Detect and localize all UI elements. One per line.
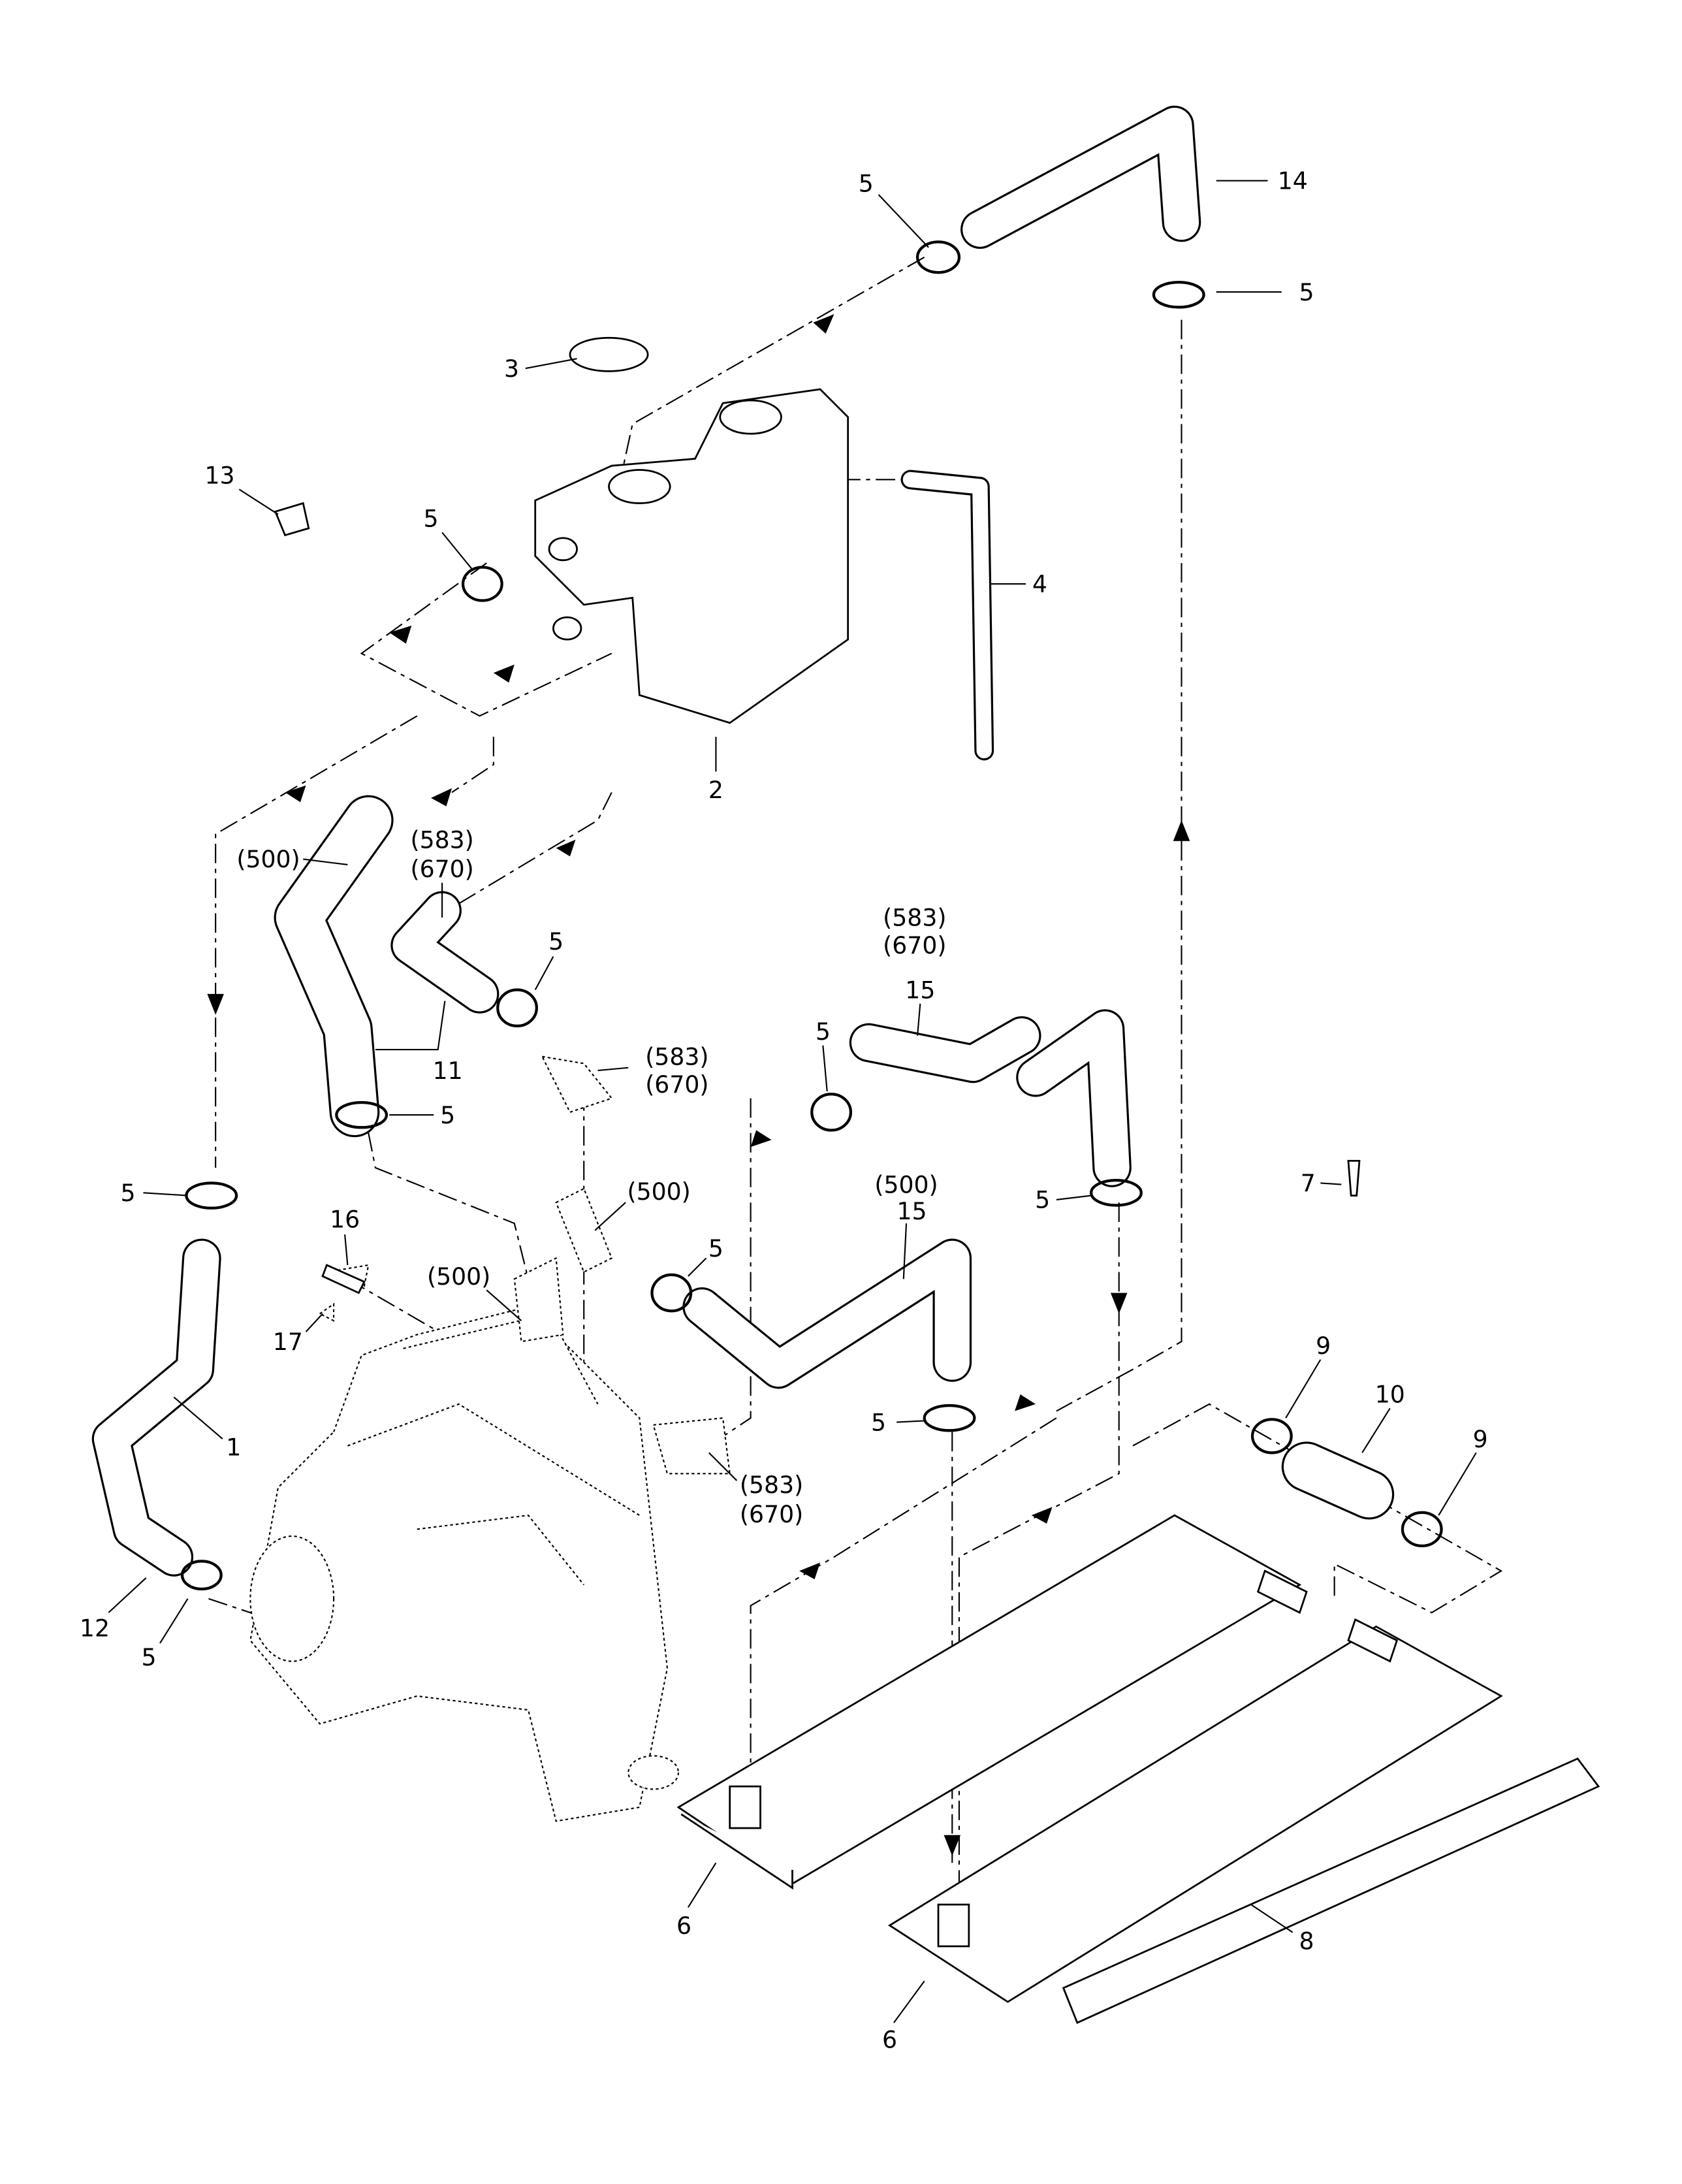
callout-2: 2 <box>708 776 723 804</box>
hoses <box>91 105 1395 1577</box>
callout-5: 5 <box>1299 278 1314 306</box>
leader-lines <box>108 180 1477 2023</box>
screw <box>1347 1159 1361 1196</box>
callout-670: (670) <box>883 931 946 959</box>
callout-583: (583) <box>645 1042 708 1070</box>
callout-670: (670) <box>645 1070 708 1099</box>
callout-500: (500) <box>874 1170 938 1198</box>
callout-7: 7 <box>1301 1169 1316 1197</box>
callout-670: (670) <box>410 855 473 883</box>
temperature-sensor <box>321 1264 366 1294</box>
callout-5: 5 <box>1035 1186 1050 1214</box>
callout-16: 16 <box>330 1206 360 1234</box>
callout-8: 8 <box>1299 1927 1314 1955</box>
engine <box>249 1055 731 1822</box>
callout-5: 5 <box>121 1179 136 1207</box>
radiators <box>676 1514 1600 2024</box>
callout-5: 5 <box>859 170 874 198</box>
callout-10: 10 <box>1375 1381 1405 1409</box>
callout-670: (670) <box>740 1500 803 1528</box>
callout-5: 5 <box>816 1018 831 1046</box>
clip <box>274 502 310 537</box>
callout-13: 13 <box>205 462 235 490</box>
callout-500: (500) <box>236 845 300 873</box>
callout-500: (500) <box>427 1262 490 1291</box>
callout-6: 6 <box>882 2025 897 2053</box>
coolant-reservoir <box>274 336 849 724</box>
callout-9: 9 <box>1316 1332 1331 1360</box>
callout-6: 6 <box>676 1912 691 1940</box>
hose-clamps <box>180 240 1443 1591</box>
callout-15: 15 <box>897 1197 927 1225</box>
callout-583: (583) <box>410 826 473 854</box>
callout-11: 11 <box>433 1057 463 1085</box>
callout-15: 15 <box>905 976 935 1004</box>
callout-5: 5 <box>548 927 563 956</box>
callout-500: (500) <box>627 1178 691 1206</box>
callout-4: 4 <box>1032 570 1047 598</box>
callout-14: 14 <box>1278 167 1308 195</box>
callout-5: 5 <box>424 505 439 533</box>
callout-labels: 5 14 5 3 13 5 4 2 (500) (583) (670) 5 11… <box>80 167 1488 2053</box>
callout-583: (583) <box>740 1471 803 1499</box>
callout-583: (583) <box>883 904 946 932</box>
callout-5: 5 <box>141 1643 156 1671</box>
callout-5: 5 <box>708 1234 723 1262</box>
callout-5: 5 <box>871 1408 886 1436</box>
callout-12: 12 <box>80 1614 110 1642</box>
callout-1: 1 <box>226 1434 241 1462</box>
callout-9: 9 <box>1473 1425 1488 1453</box>
callout-5: 5 <box>440 1101 455 1129</box>
callout-17: 17 <box>273 1328 303 1356</box>
radiator-cap <box>569 336 649 372</box>
callout-3: 3 <box>504 355 519 383</box>
